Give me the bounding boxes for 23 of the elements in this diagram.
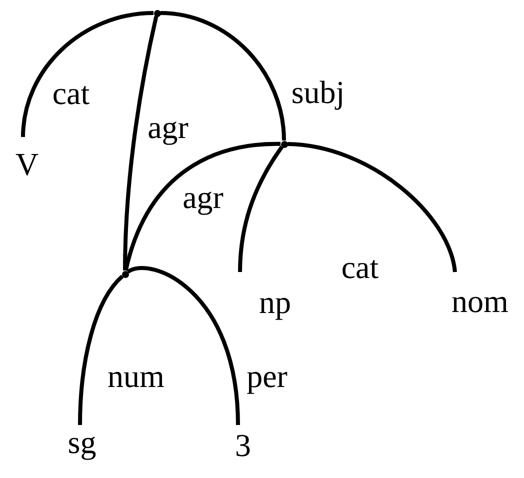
graph-arc: [126, 266, 240, 426]
edge-label: agr: [182, 181, 224, 213]
value-label: 3: [235, 429, 251, 461]
edge-label: num: [108, 360, 164, 392]
junction-dot: [280, 140, 288, 148]
graph-arc: [238, 146, 284, 272]
edge-label: per: [246, 360, 288, 392]
junction-dot: [122, 270, 128, 278]
value-label: V: [15, 148, 39, 180]
graph-arc: [124, 142, 281, 272]
value-label: np: [259, 286, 291, 318]
edge-label: cat: [52, 77, 90, 109]
graph-arc: [21, 11, 154, 138]
graph-arc: [78, 274, 124, 426]
graph-arc: [123, 16, 158, 271]
graph-arc: [160, 11, 286, 141]
edge-label: subj: [291, 76, 345, 108]
graph-arc: [287, 142, 457, 272]
edge-label: cat: [341, 251, 379, 283]
value-label: sg: [68, 426, 96, 458]
value-label: nom: [452, 285, 508, 317]
edge-label: agr: [148, 111, 188, 143]
junction-dot: [154, 10, 160, 16]
